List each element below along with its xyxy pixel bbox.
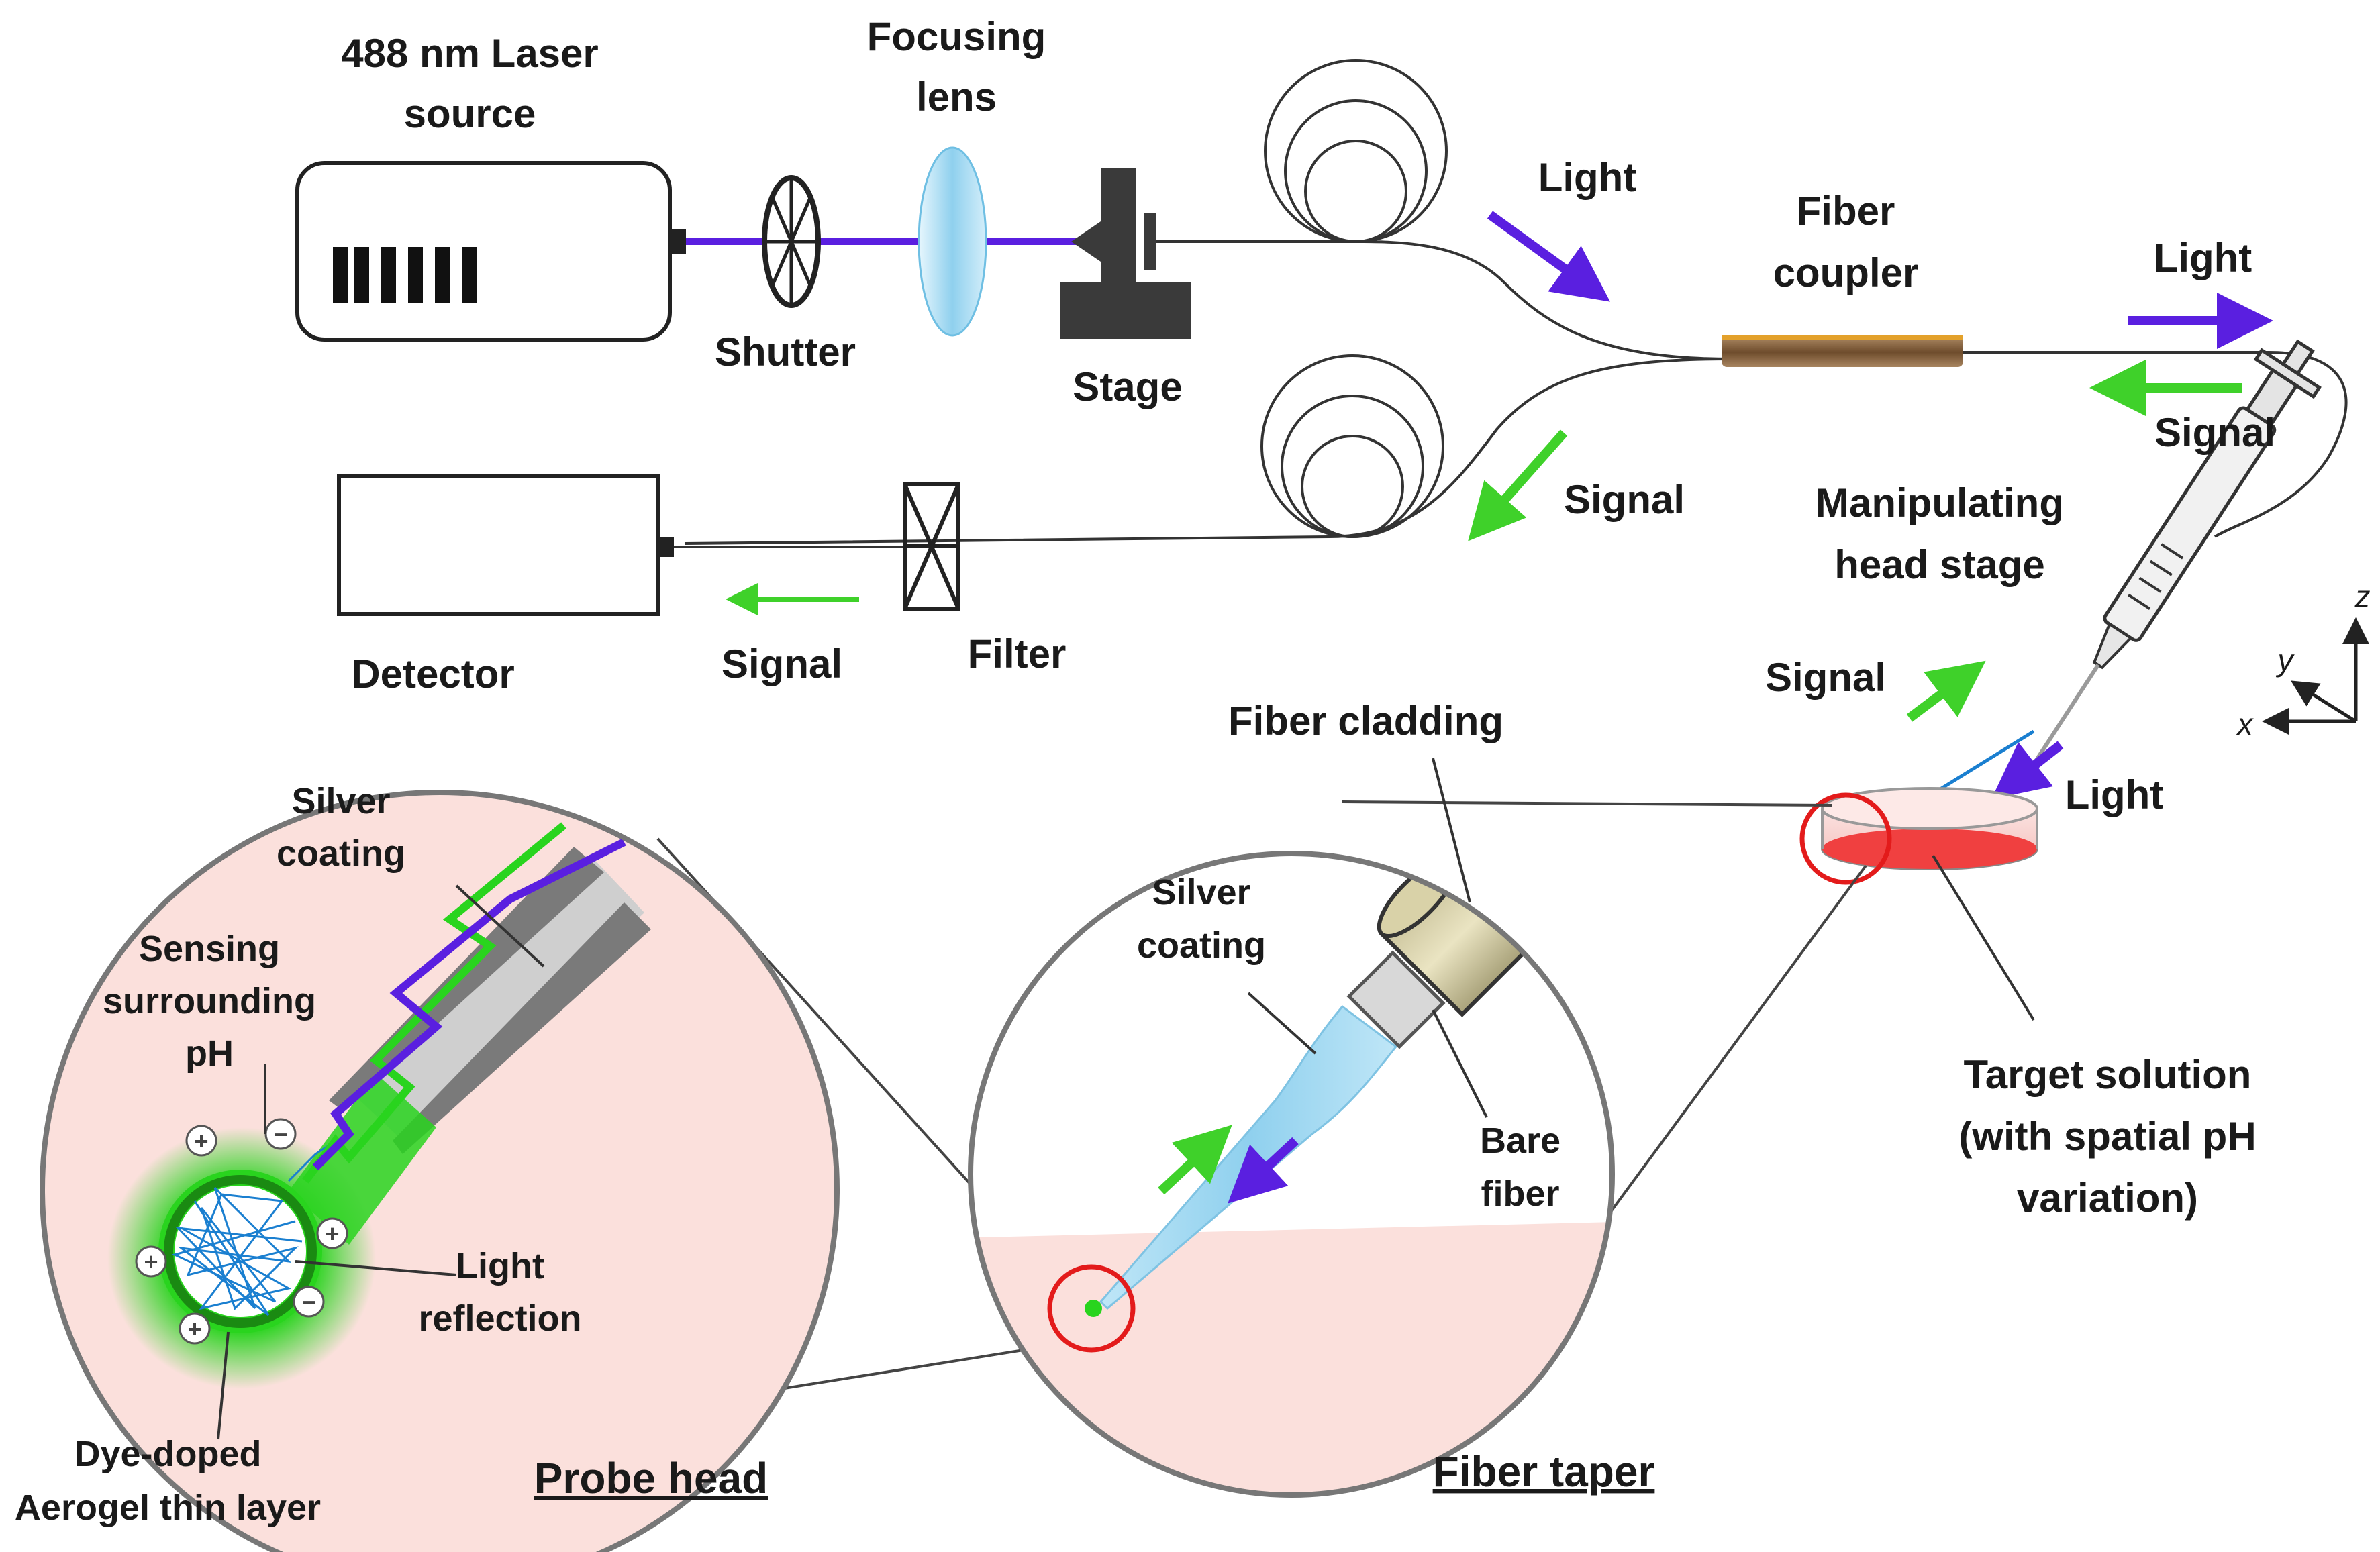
detector-label: Detector xyxy=(351,652,514,696)
svg-text:+: + xyxy=(325,1220,339,1247)
filter-label: Filter xyxy=(968,631,1067,676)
light-reflection-label: reflection xyxy=(418,1298,581,1339)
fiber-coupler-label: Fiber xyxy=(1797,189,1895,234)
sensing-ph-label: surrounding xyxy=(103,981,316,1021)
tip-focus-circle xyxy=(1047,1264,1136,1353)
silver-coating-taper-label: coating xyxy=(1137,925,1266,966)
bare-fiber-label: Bare xyxy=(1480,1121,1560,1161)
petri-dish-icon xyxy=(1821,787,2038,870)
stage-icon xyxy=(1060,168,1191,339)
light-label-top: Light xyxy=(1538,155,1637,200)
light-arrow-top xyxy=(1487,211,1611,302)
light-arrow-syringe xyxy=(1991,741,2064,799)
stage-label: Stage xyxy=(1073,364,1182,409)
signal-label-mid: Signal xyxy=(1564,477,1685,522)
fiber-coil-icon xyxy=(1260,354,1444,538)
light-label-right: Light xyxy=(2154,236,2252,280)
silver-coating-taper-label: Silver xyxy=(1152,872,1250,913)
syringe-icon xyxy=(2031,339,2322,766)
dye-layer-label: Dye-doped xyxy=(74,1434,261,1474)
taper-signal-arrow xyxy=(1158,1125,1232,1195)
bare-fiber-label: fiber xyxy=(1481,1174,1559,1214)
detector-icon xyxy=(337,474,674,616)
signal-arrow-syringe xyxy=(1906,660,1986,722)
focusing-lens-label: Focusing xyxy=(867,14,1046,59)
coupler-icon xyxy=(1722,335,1963,367)
fiber-cladding-label: Fiber cladding xyxy=(1228,699,1503,743)
target-solution-label: Target solution xyxy=(1964,1052,2252,1097)
axis-z-label: z xyxy=(2354,579,2371,614)
bare-fiber-leader xyxy=(1432,1009,1488,1118)
axis-icon xyxy=(2262,617,2369,735)
light-reflection-label: Light xyxy=(456,1246,544,1286)
svg-text:−: − xyxy=(301,1288,315,1316)
dish-focus-circle xyxy=(1799,792,1892,885)
output-fiber xyxy=(1963,351,2348,538)
dye-layer-label: Aerogel thin layer xyxy=(15,1488,321,1528)
taper-light-arrow xyxy=(1228,1137,1299,1204)
return-fiber xyxy=(684,358,1732,545)
axis-x-label: x xyxy=(2236,707,2254,741)
sensing-ph-label: Sensing xyxy=(139,929,280,969)
shutter-label: Shutter xyxy=(715,329,856,374)
shutter-icon xyxy=(762,175,821,308)
probe-head-view: + − + − + + xyxy=(40,790,840,1552)
zoom-line xyxy=(1342,800,1833,807)
signal-arrow-mid xyxy=(1468,429,1568,541)
target-solution-label: variation) xyxy=(2017,1176,2198,1221)
fiber-taper-caption: Fiber taper xyxy=(1433,1447,1655,1496)
input-fiber xyxy=(1156,240,1732,360)
silver-coating-probe-label: Silver xyxy=(291,781,390,821)
svg-text:+: + xyxy=(194,1127,208,1155)
manipulating-stage-label: head stage xyxy=(1834,542,2044,587)
signal-label-right: Signal xyxy=(2154,410,2275,455)
fiber-coupler-label: coupler xyxy=(1773,250,1919,295)
filter-icon xyxy=(903,482,960,611)
zoom-line xyxy=(1583,864,1867,1249)
svg-text:−: − xyxy=(273,1121,287,1148)
laser-source-label: source xyxy=(404,91,536,136)
cladding-leader xyxy=(1432,758,1471,903)
svg-text:+: + xyxy=(144,1248,158,1276)
probe-head-caption: Probe head xyxy=(534,1454,768,1502)
silver-coating-probe-label: coating xyxy=(277,833,405,874)
lens-icon xyxy=(918,146,987,337)
signal-label-syringe: Signal xyxy=(1765,655,1886,700)
silver-coating-leader xyxy=(1247,992,1317,1055)
svg-text:+: + xyxy=(187,1315,201,1343)
fiber-coil-icon xyxy=(1264,59,1448,243)
laser-source-label: 488 nm Laser xyxy=(341,31,599,76)
laser-source-icon xyxy=(295,161,686,342)
focusing-lens-label: lens xyxy=(916,74,997,119)
light-label-syringe: Light xyxy=(2065,772,2164,817)
target-solution-label: (with spatial pH xyxy=(1958,1114,2256,1159)
manipulating-stage-label: Manipulating xyxy=(1816,480,2064,525)
signal-label-bottom: Signal xyxy=(722,641,842,686)
axis-y-label: y xyxy=(2276,643,2295,678)
sensing-ph-label: pH xyxy=(185,1033,234,1074)
target-solution-leader xyxy=(1932,854,2035,1021)
